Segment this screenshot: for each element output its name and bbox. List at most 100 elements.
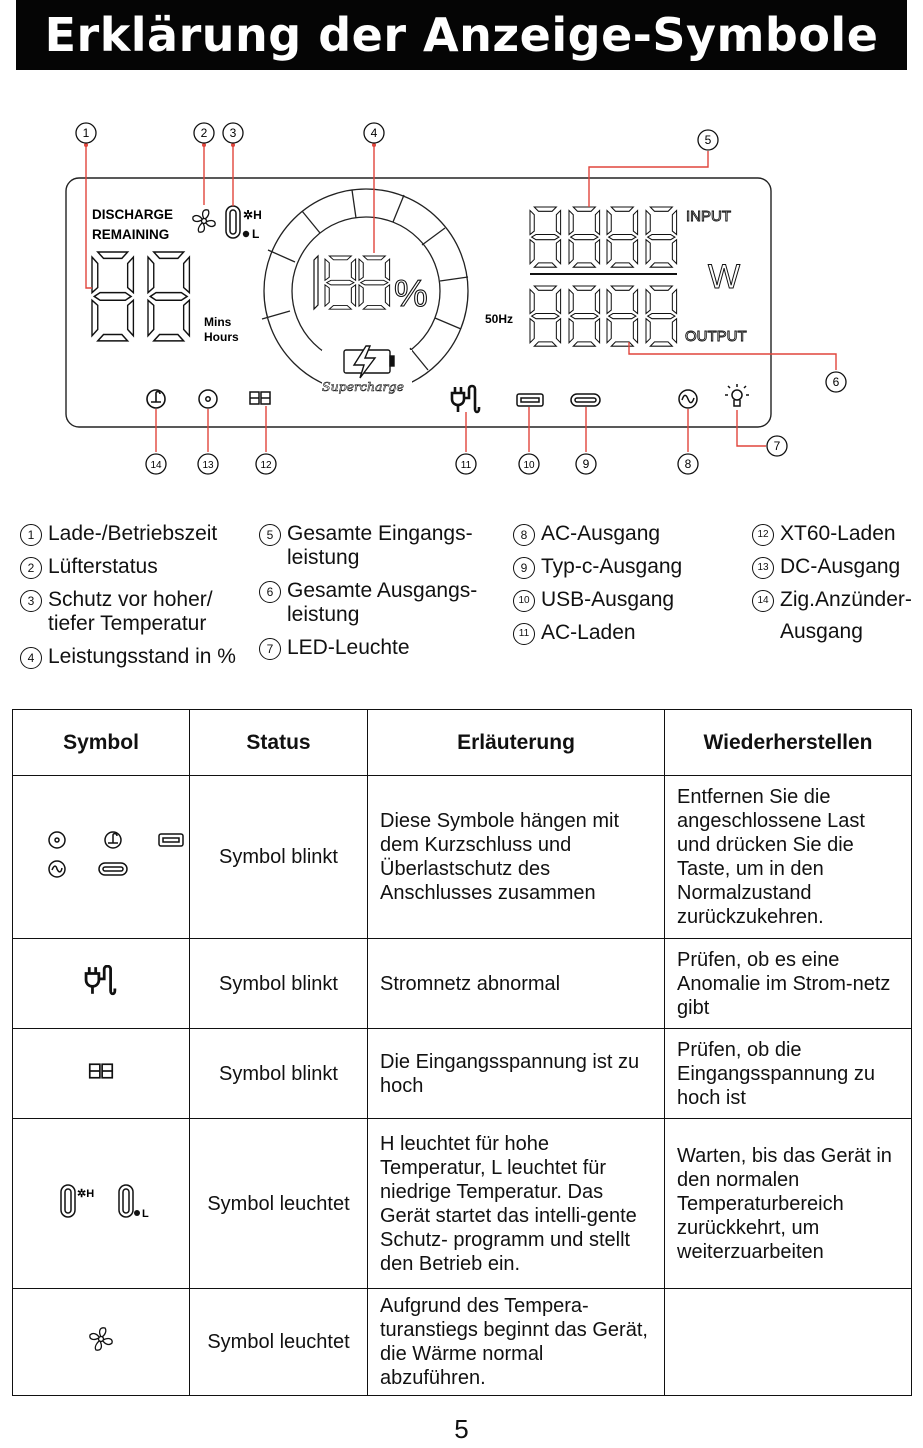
callout-2: 2	[193, 122, 215, 144]
dc-output-icon	[48, 831, 66, 849]
percent-digits	[313, 254, 391, 311]
dc-output-icon	[198, 389, 218, 409]
input-digits	[529, 206, 678, 268]
port-symbols-cell	[12, 775, 190, 939]
xt60-icon	[249, 391, 271, 405]
input-label: INPUT	[686, 208, 731, 225]
table-row: ✲H L Symbol leuchtet H leuchtet für hohe…	[12, 1118, 912, 1289]
temp-low-label: L	[252, 227, 259, 241]
type-c-icon	[98, 862, 128, 876]
led-light-icon	[725, 384, 749, 407]
callout-1: 1	[75, 122, 97, 144]
callout-10: 10	[518, 453, 540, 475]
mins-label: Mins	[204, 315, 232, 329]
callout-14: 14	[145, 453, 167, 475]
svg-text:1: 1	[83, 126, 90, 140]
percent-sign: %	[394, 273, 428, 315]
svg-text:2: 2	[201, 126, 208, 140]
discharge-label: DISCHARGE	[92, 207, 173, 222]
ac-output-icon	[48, 860, 66, 878]
watt-label: W	[708, 258, 740, 296]
table-row: Symbol blinkt Die Eingangsspannung ist z…	[12, 1028, 912, 1119]
svg-text:9: 9	[583, 457, 590, 471]
header-symbol: Symbol	[12, 709, 190, 776]
svg-text:L: L	[142, 1208, 149, 1220]
xt60-icon	[88, 1062, 114, 1079]
table-row: Symbol blinkt Diese Symbole hängen mit d…	[12, 775, 912, 939]
type-c-icon	[570, 393, 601, 407]
callout-13: 13	[197, 453, 219, 475]
table-row: Symbol blinkt Stromnetz abnormal Prüfen,…	[12, 938, 912, 1029]
svg-text:14: 14	[150, 460, 162, 471]
ac-charge-icon	[450, 384, 481, 414]
table-header-row: Symbol Status Erläuterung Wiederherstell…	[12, 709, 912, 776]
svg-text:7: 7	[774, 439, 781, 453]
supercharge-battery-icon	[343, 345, 395, 379]
ac-charge-symbol-cell	[12, 938, 190, 1029]
time-digits	[91, 251, 191, 342]
output-label: OUTPUT	[685, 328, 747, 345]
output-digits	[529, 285, 678, 347]
callout-4: 4	[363, 122, 385, 144]
svg-text:8: 8	[685, 457, 692, 471]
fan-symbol-cell	[12, 1288, 190, 1396]
remaining-label: REMAINING	[92, 227, 169, 242]
temperature-symbol-cell: ✲H L	[12, 1118, 190, 1289]
port-symbols	[48, 831, 184, 878]
svg-text:12: 12	[260, 460, 272, 471]
callout-3: 3	[222, 122, 244, 144]
temperature-symbols: ✲H L	[60, 1183, 149, 1220]
temp-low-dot	[242, 230, 250, 238]
svg-text:10: 10	[523, 460, 535, 471]
xt60-symbol-cell	[12, 1028, 190, 1119]
car-socket-icon	[104, 831, 122, 849]
svg-text:5: 5	[705, 133, 712, 147]
callout-lines	[85, 145, 837, 452]
ac-output-icon	[678, 389, 698, 409]
svg-text:11: 11	[461, 460, 472, 471]
page-title: Erklärung der Anzeige-Symbole	[16, 0, 907, 70]
display-diagram: DISCHARGE REMAINING ✲H L Mins Hours %	[65, 122, 847, 475]
hours-label: Hours	[204, 330, 239, 344]
page-number: 5	[454, 1414, 469, 1444]
usb-icon	[516, 393, 544, 407]
svg-text:13: 13	[202, 460, 214, 471]
fan-icon	[192, 209, 216, 233]
callout-dots	[84, 143, 376, 147]
temp-high-label: ✲H	[243, 208, 262, 222]
thermometer-icon	[225, 205, 241, 239]
callout-11: 11	[455, 453, 477, 475]
hz-label: 50Hz	[485, 312, 513, 326]
callout-6: 6	[825, 371, 847, 393]
supercharge-label: Supercharge	[322, 379, 404, 394]
callout-5: 5	[697, 129, 719, 151]
callout-12: 12	[255, 453, 277, 475]
callout-7: 7	[766, 435, 788, 457]
callout-8: 8	[677, 453, 699, 475]
svg-text:6: 6	[833, 375, 840, 389]
usb-icon	[158, 833, 184, 847]
fan-icon	[89, 1327, 113, 1351]
header-restore: Wiederherstellen	[664, 709, 912, 776]
symbol-table: Symbol Status Erläuterung Wiederherstell…	[12, 709, 912, 1396]
car-socket-icon	[146, 389, 166, 409]
ac-charge-icon	[84, 964, 117, 995]
table-row: Symbol leuchtet Aufgrund des Tempera-tur…	[12, 1288, 912, 1396]
